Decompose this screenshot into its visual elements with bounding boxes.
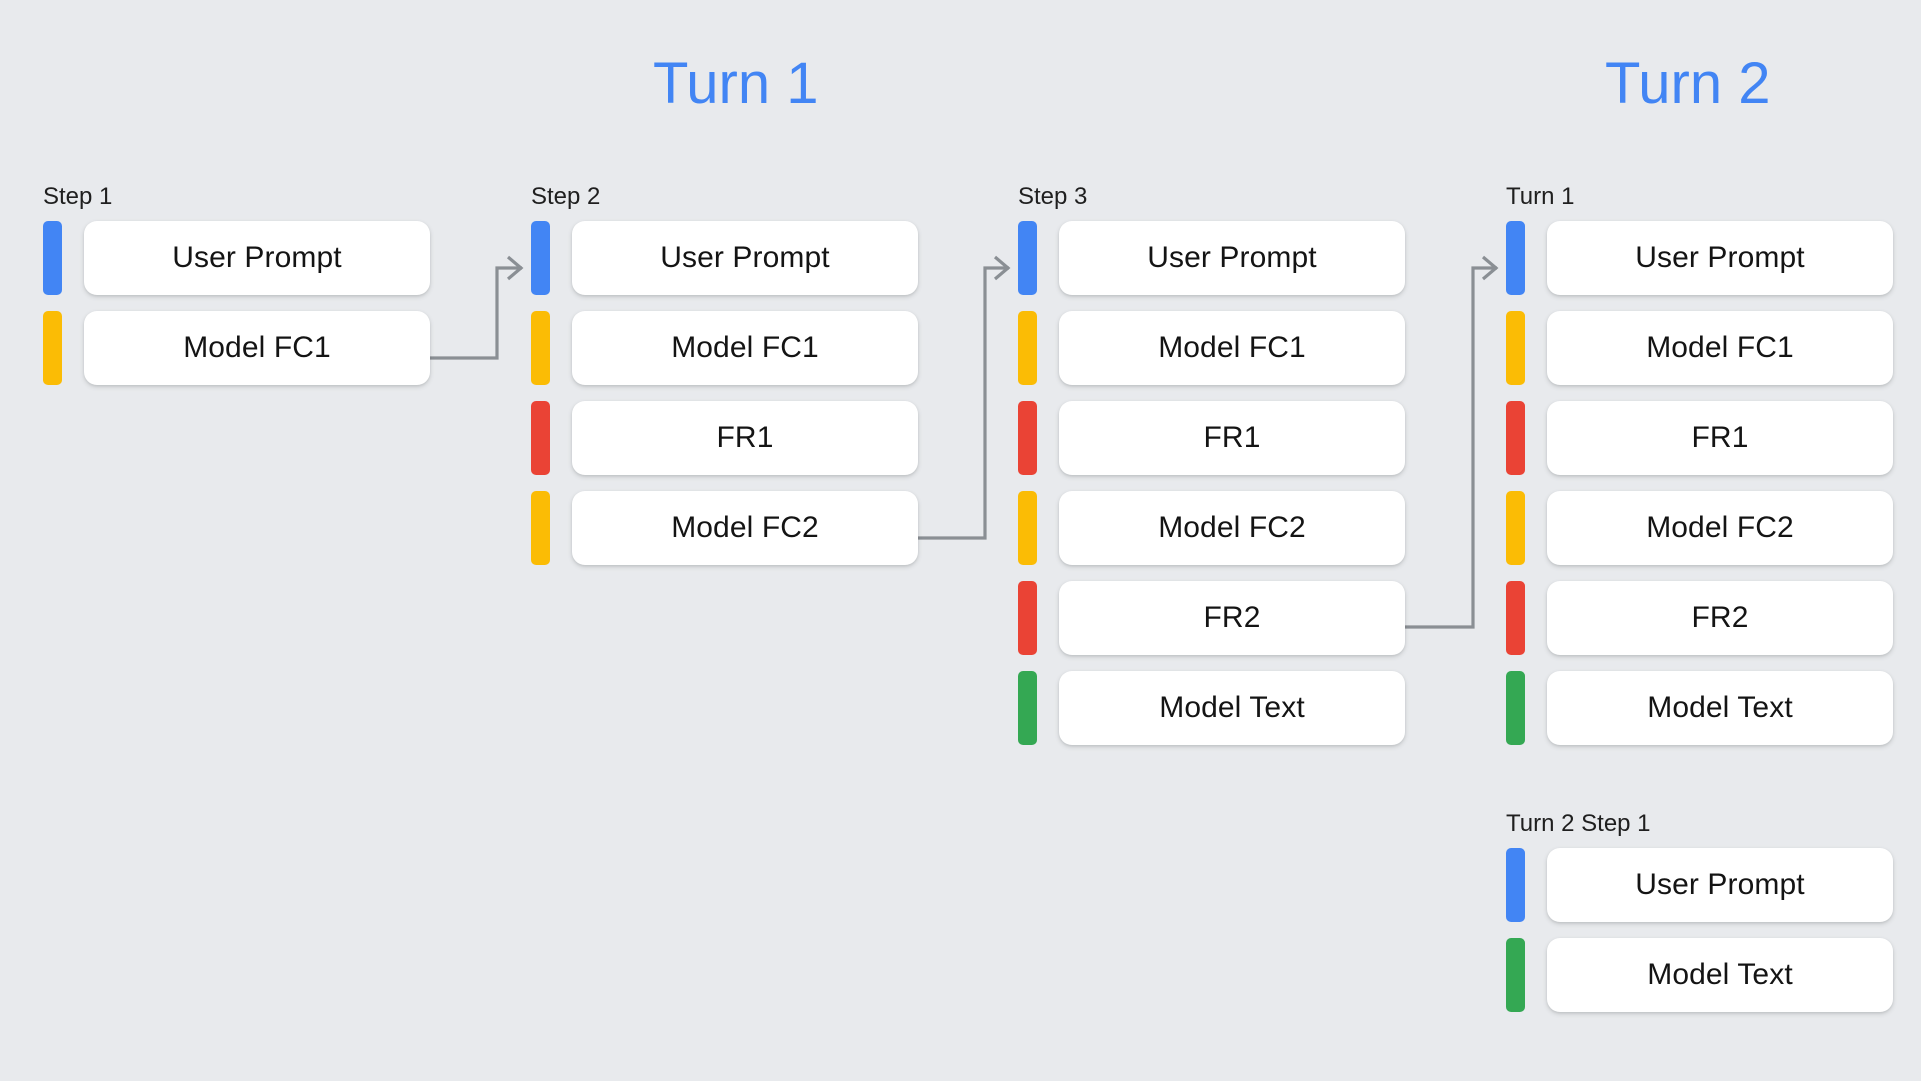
message-card[interactable]: Model FC1 <box>572 311 918 385</box>
marker-yellow-icon <box>531 491 550 565</box>
message-card[interactable]: Model Text <box>1547 671 1893 745</box>
message-row[interactable]: User Prompt <box>1506 848 1893 922</box>
message-row[interactable]: User Prompt <box>531 221 918 295</box>
marker-yellow-icon <box>43 311 62 385</box>
column-label-turn1: Turn 1 <box>1506 183 1575 210</box>
marker-yellow-icon <box>1018 311 1037 385</box>
marker-blue-icon <box>1018 221 1037 295</box>
message-card[interactable]: Model Text <box>1059 671 1405 745</box>
column-label-step3: Step 3 <box>1018 183 1088 210</box>
marker-red-icon <box>531 401 550 475</box>
marker-yellow-icon <box>531 311 550 385</box>
marker-blue-icon <box>1506 848 1525 922</box>
message-card[interactable]: User Prompt <box>1547 848 1893 922</box>
message-card[interactable]: FR1 <box>1059 401 1405 475</box>
marker-green-icon <box>1018 671 1037 745</box>
marker-yellow-icon <box>1018 491 1037 565</box>
message-row[interactable]: Model FC2 <box>531 491 918 565</box>
arrow-step1-to-step2 <box>430 255 524 360</box>
turn-2-header: Turn 2 <box>1605 51 1771 116</box>
message-card[interactable]: FR2 <box>1547 581 1893 655</box>
marker-blue-icon <box>1506 221 1525 295</box>
column-label-step2: Step 2 <box>531 183 601 210</box>
message-card[interactable]: Model FC2 <box>572 491 918 565</box>
message-row[interactable]: FR1 <box>1506 401 1893 475</box>
message-row[interactable]: Model FC2 <box>1506 491 1893 565</box>
marker-green-icon <box>1506 938 1525 1012</box>
message-card[interactable]: User Prompt <box>1547 221 1893 295</box>
message-row[interactable]: Model Text <box>1506 671 1893 745</box>
message-card[interactable]: User Prompt <box>1059 221 1405 295</box>
marker-yellow-icon <box>1506 491 1525 565</box>
message-card[interactable]: User Prompt <box>84 221 430 295</box>
arrow-step3-to-turn1 <box>1405 255 1499 629</box>
message-row[interactable]: FR2 <box>1018 581 1405 655</box>
message-card[interactable]: Model FC2 <box>1059 491 1405 565</box>
message-row[interactable]: FR1 <box>1018 401 1405 475</box>
marker-red-icon <box>1506 401 1525 475</box>
message-row[interactable]: User Prompt <box>1506 221 1893 295</box>
message-row[interactable]: Model FC1 <box>1018 311 1405 385</box>
message-card[interactable]: Model FC1 <box>84 311 430 385</box>
column-label-step1: Step 1 <box>43 183 113 210</box>
message-card[interactable]: FR2 <box>1059 581 1405 655</box>
arrow-step2-to-step3 <box>918 255 1011 540</box>
marker-yellow-icon <box>1506 311 1525 385</box>
marker-red-icon <box>1506 581 1525 655</box>
message-card[interactable]: Model Text <box>1547 938 1893 1012</box>
message-row[interactable]: FR1 <box>531 401 918 475</box>
column-label-turn2step1: Turn 2 Step 1 <box>1506 810 1651 837</box>
message-row[interactable]: Model FC1 <box>43 311 430 385</box>
marker-green-icon <box>1506 671 1525 745</box>
marker-red-icon <box>1018 581 1037 655</box>
message-row[interactable]: User Prompt <box>43 221 430 295</box>
message-card[interactable]: Model FC1 <box>1059 311 1405 385</box>
marker-blue-icon <box>43 221 62 295</box>
message-row[interactable]: FR2 <box>1506 581 1893 655</box>
message-card[interactable]: Model FC2 <box>1547 491 1893 565</box>
message-card[interactable]: Model FC1 <box>1547 311 1893 385</box>
message-row[interactable]: Model FC2 <box>1018 491 1405 565</box>
message-row[interactable]: User Prompt <box>1018 221 1405 295</box>
turn-1-header: Turn 1 <box>653 51 819 116</box>
marker-red-icon <box>1018 401 1037 475</box>
message-row[interactable]: Model FC1 <box>531 311 918 385</box>
message-row[interactable]: Model FC1 <box>1506 311 1893 385</box>
message-row[interactable]: Model Text <box>1506 938 1893 1012</box>
message-card[interactable]: User Prompt <box>572 221 918 295</box>
marker-blue-icon <box>531 221 550 295</box>
message-card[interactable]: FR1 <box>1547 401 1893 475</box>
message-row[interactable]: Model Text <box>1018 671 1405 745</box>
message-card[interactable]: FR1 <box>572 401 918 475</box>
